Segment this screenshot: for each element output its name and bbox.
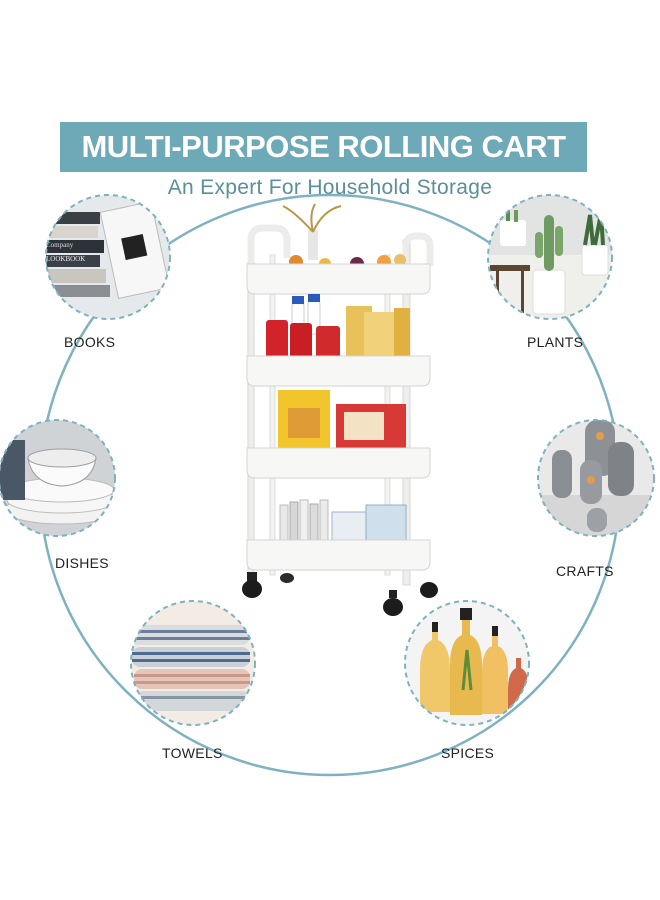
banner-title: MULTI-PURPOSE ROLLING CART xyxy=(81,129,566,164)
plants-image xyxy=(487,194,613,320)
towels-image xyxy=(130,600,256,726)
dishes-image xyxy=(0,419,116,537)
crafts-image xyxy=(537,419,655,537)
books-image: Company LOOKBOOK xyxy=(45,194,171,320)
rolling-cart-image xyxy=(242,203,438,616)
spices-image xyxy=(404,600,530,726)
banner-subtitle: An Expert For Household Storage xyxy=(167,176,493,199)
label-dishes: DISHES xyxy=(55,555,109,571)
book-spine-lookbook: LOOKBOOK xyxy=(46,255,85,263)
label-towels: TOWELS xyxy=(162,745,223,761)
label-crafts: CRAFTS xyxy=(556,563,614,579)
book-spine-company: Company xyxy=(46,241,74,249)
label-plants: PLANTS xyxy=(527,334,584,350)
title-banner: MULTI-PURPOSE ROLLING CART xyxy=(60,122,587,172)
label-spices: SPICES xyxy=(441,745,495,761)
label-books: BOOKS xyxy=(64,334,116,350)
